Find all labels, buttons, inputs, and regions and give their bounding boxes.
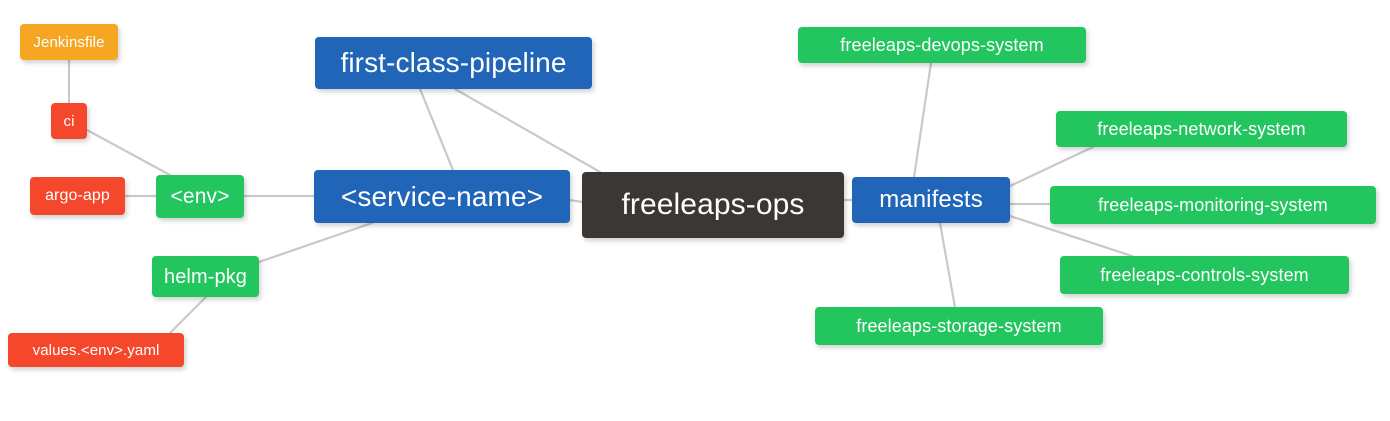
node-argo-app[interactable]: argo-app [30, 177, 125, 215]
node-root[interactable]: freeleaps-ops [582, 172, 844, 238]
node-service-name[interactable]: <service-name> [314, 170, 570, 223]
node-controls[interactable]: freeleaps-controls-system [1060, 256, 1349, 294]
node-manifests[interactable]: manifests [852, 177, 1010, 223]
edge-values-yaml-to-helm-pkg [168, 295, 208, 335]
edge-devops-to-manifests [912, 61, 933, 179]
node-devops[interactable]: freeleaps-devops-system [798, 27, 1086, 63]
node-values-yaml[interactable]: values.<env>.yaml [8, 333, 184, 367]
node-storage[interactable]: freeleaps-storage-system [815, 307, 1103, 345]
node-jenkinsfile[interactable]: Jenkinsfile [20, 24, 118, 60]
node-helm-pkg[interactable]: helm-pkg [152, 256, 259, 297]
edge-service-name-to-first-class [418, 87, 455, 172]
edge-first-class-to-root [453, 87, 602, 174]
node-first-class[interactable]: first-class-pipeline [315, 37, 592, 89]
edge-manifests-to-storage [938, 221, 957, 309]
edge-manifests-to-network [1008, 145, 1095, 188]
edge-helm-pkg-to-service-name [257, 221, 374, 264]
node-monitoring[interactable]: freeleaps-monitoring-system [1050, 186, 1376, 224]
node-env[interactable]: <env> [156, 175, 244, 218]
edge-ci-to-env [85, 128, 172, 177]
node-network[interactable]: freeleaps-network-system [1056, 111, 1347, 147]
node-ci[interactable]: ci [51, 103, 87, 139]
edge-service-name-to-root [568, 198, 584, 204]
